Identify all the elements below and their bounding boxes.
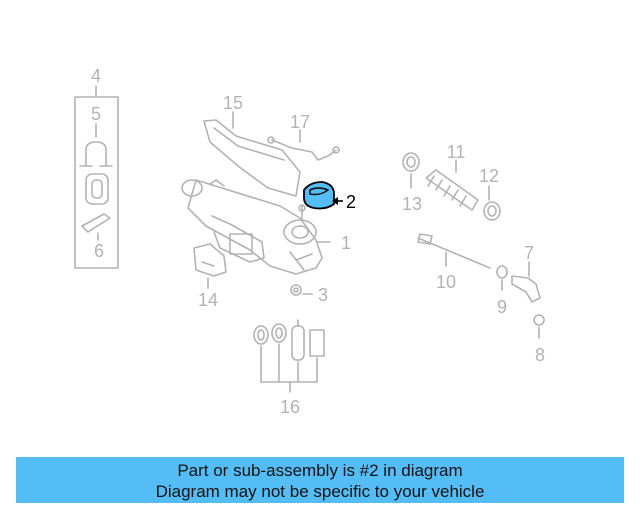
callout-4: 4 [91, 66, 101, 86]
banner-line-2: Diagram may not be specific to your vehi… [155, 482, 485, 501]
callout-16: 16 [280, 397, 300, 417]
bolt-3 [290, 284, 313, 296]
callout-14: 14 [198, 290, 218, 310]
callout-5: 5 [91, 104, 101, 124]
info-banner: Part or sub-assembly is #2 in diagram Di… [16, 457, 624, 503]
callout-9: 9 [497, 297, 507, 317]
parts-diagram: 4 5 6 15 17 1 3 14 16 13 11 12 10 9 7 8 … [74, 66, 545, 417]
castle-nut-8 [533, 314, 545, 339]
banner-line-1: Part or sub-assembly is #2 in diagram [177, 461, 463, 480]
hose-17 [267, 129, 340, 161]
callout-11: 11 [447, 142, 466, 162]
jam-nut-9 [496, 265, 508, 291]
clamp-12 [483, 185, 501, 221]
highlighted-part-2 [303, 181, 343, 210]
callout-1: 1 [341, 233, 351, 253]
mount-bracket-14 [193, 243, 227, 289]
callout-10: 10 [436, 272, 456, 292]
callout-8: 8 [535, 345, 545, 365]
tie-rod-10 [417, 233, 491, 269]
clamp-13 [402, 152, 420, 189]
callout-13: 13 [402, 194, 422, 214]
heat-shield-15 [203, 111, 301, 197]
callout-15: 15 [223, 93, 243, 113]
tie-rod-end-7 [511, 261, 541, 303]
seal-kit-16 [253, 319, 325, 393]
callout-6: 6 [94, 241, 104, 261]
callout-2: 2 [346, 192, 356, 212]
steering-rack-1 [181, 179, 331, 275]
rack-boot-11 [425, 159, 479, 211]
callout-12: 12 [479, 166, 499, 186]
callout-7: 7 [524, 243, 534, 263]
bracket-group-4 [74, 85, 119, 269]
callout-17: 17 [290, 112, 310, 132]
callout-3: 3 [318, 285, 328, 305]
